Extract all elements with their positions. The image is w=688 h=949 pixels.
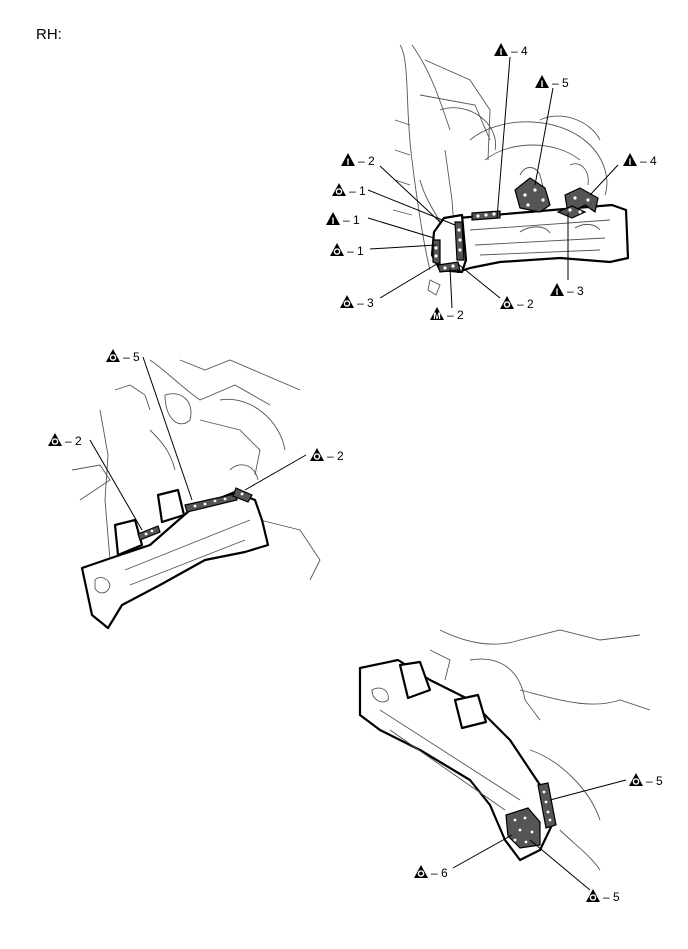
leader-lines <box>89 56 627 891</box>
top-view-illustration <box>392 44 630 296</box>
callout-number: – 1 <box>343 213 360 227</box>
callout-number: – 3 <box>567 284 584 298</box>
weld-triangle-i-icon <box>341 153 355 166</box>
callout-o-5: – 5 <box>106 349 140 364</box>
circle-mark-icon <box>109 354 117 361</box>
symbol-letter: I <box>332 216 335 226</box>
bottom-view-illustration <box>358 629 651 871</box>
weld-triangle-i-icon <box>550 283 564 296</box>
symbol-letter: I <box>541 79 544 89</box>
callout-number: – 1 <box>349 184 366 198</box>
callout-o-1: – 1 <box>332 183 366 198</box>
page-label: RH: <box>36 26 62 43</box>
circle-mark-icon <box>51 438 59 445</box>
callout-labels: I – 4 I – 5 I – 2 I – 4 – 1 I – 1 – 1 – 3 – 2 I – 3 M – 2… <box>48 43 663 904</box>
callout-o-2: – 2 <box>48 433 82 448</box>
symbol-letter: M <box>433 311 441 321</box>
circle-mark-icon <box>417 870 425 877</box>
callout-i-4: I – 4 <box>494 43 528 58</box>
callout-i-2: I – 2 <box>341 153 375 168</box>
callout-number: – 4 <box>511 44 528 58</box>
callout-number: – 3 <box>357 296 374 310</box>
circle-mark-icon <box>589 894 597 901</box>
callout-number: – 5 <box>552 76 569 90</box>
weld-triangle-i-icon <box>326 212 340 225</box>
callout-number: – 6 <box>431 866 448 880</box>
circle-mark-icon <box>313 453 321 460</box>
callout-o-6: – 6 <box>414 865 448 880</box>
callout-i-5: I – 5 <box>535 75 569 90</box>
circle-mark-icon <box>343 300 351 307</box>
callout-number: – 4 <box>640 154 657 168</box>
weld-triangle-i-icon <box>494 43 508 56</box>
callout-i-4: I – 4 <box>623 153 657 168</box>
symbol-letter: I <box>556 287 559 297</box>
symbol-letter: I <box>347 157 350 167</box>
circle-mark-icon <box>503 301 511 308</box>
callout-number: – 2 <box>517 297 534 311</box>
callout-o-1: – 1 <box>330 243 364 258</box>
weld-triangle-m-icon <box>430 307 444 320</box>
circle-mark-icon <box>632 778 640 785</box>
callout-number: – 5 <box>123 350 140 364</box>
callout-o-5: – 5 <box>629 773 663 788</box>
callout-number: – 2 <box>358 154 375 168</box>
callout-m-2: M – 2 <box>430 307 464 322</box>
callout-number: – 5 <box>603 890 620 904</box>
callout-o-2: – 2 <box>500 296 534 311</box>
callout-i-1: I – 1 <box>326 212 360 227</box>
callout-number: – 2 <box>327 449 344 463</box>
callout-o-5: – 5 <box>586 889 620 904</box>
callout-number: – 5 <box>646 774 663 788</box>
middle-view-illustration <box>71 359 321 630</box>
callout-o-2: – 2 <box>310 448 344 463</box>
callout-number: – 2 <box>65 434 82 448</box>
circle-mark-icon <box>333 248 341 255</box>
callout-o-3: – 3 <box>340 295 374 310</box>
weld-triangle-i-icon <box>623 153 637 166</box>
callout-i-3: I – 3 <box>550 283 584 298</box>
weld-triangle-i-icon <box>535 75 549 88</box>
callout-number: – 1 <box>347 244 364 258</box>
circle-mark-icon <box>335 188 343 195</box>
callout-number: – 2 <box>447 308 464 322</box>
symbol-letter: I <box>500 47 503 57</box>
symbol-letter: I <box>629 157 632 167</box>
